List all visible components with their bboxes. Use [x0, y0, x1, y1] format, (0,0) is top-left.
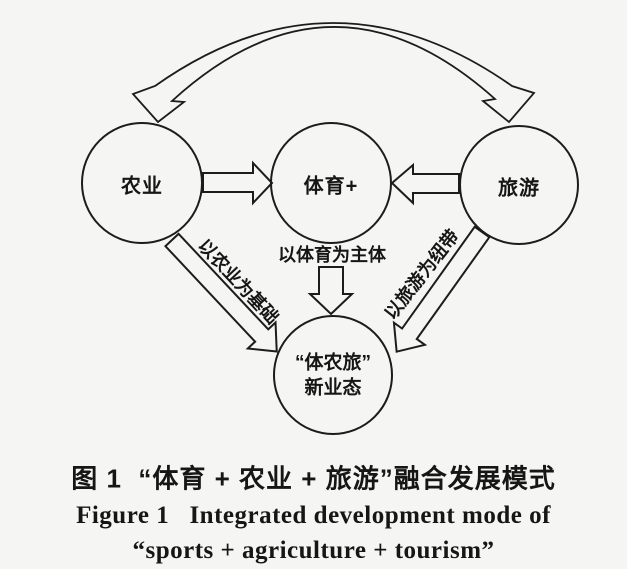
edge-label-sports-main: 以体育为主体	[278, 245, 386, 265]
arrow-agriculture-to-new-format-icon	[164, 232, 278, 353]
node-label-new-format-line2: 新业态	[304, 377, 362, 398]
arrow-tourism-to-new-format-icon	[392, 225, 491, 353]
node-label-agriculture: 农业	[121, 175, 163, 198]
caption-chinese: 图 1 “体育 + 农业 + 旅游”融合发展模式	[71, 463, 556, 494]
node-label-tourism: 旅游	[498, 177, 540, 200]
double-curved-arrow-icon	[131, 22, 536, 124]
caption-english-line1: Figure 1 Integrated development mode of	[76, 502, 551, 529]
caption-english-line2: “sports + agriculture + tourism”	[132, 537, 495, 564]
arrow-tourism-to-sports-icon	[390, 162, 460, 206]
circle-new-format	[273, 315, 393, 435]
diagram-canvas	[81, 22, 579, 435]
node-label-new-format: “体农旅” 新业态	[295, 351, 371, 400]
arrow-sports-to-new-format-icon	[307, 266, 355, 316]
node-label-new-format-line1: “体农旅”	[294, 352, 372, 374]
arrow-agriculture-to-sports-icon	[202, 160, 274, 206]
node-label-sports: 体育+	[303, 175, 359, 198]
